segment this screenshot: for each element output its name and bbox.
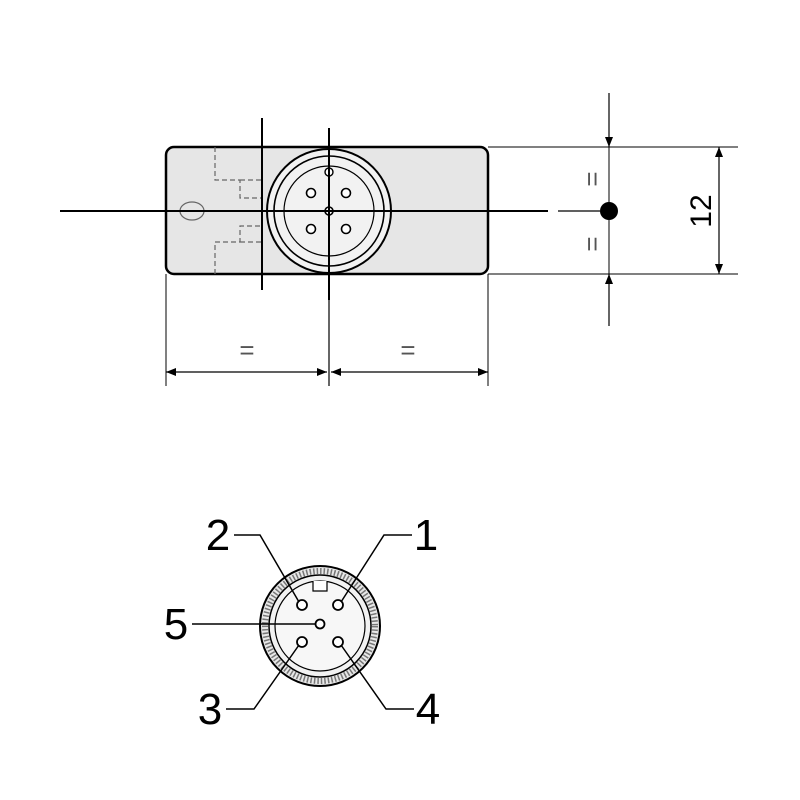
pin-top-2 bbox=[305, 187, 317, 199]
pin-label-3: 3 bbox=[198, 685, 222, 734]
coding-key bbox=[312, 581, 328, 592]
hidden-outline bbox=[214, 147, 262, 274]
center-point-marker bbox=[600, 202, 618, 220]
connector-face-view: 1 2 3 4 5 bbox=[164, 511, 440, 734]
leader-pin-3 bbox=[226, 644, 300, 710]
pin-label-4: 4 bbox=[416, 685, 440, 734]
equal-lower-label: = bbox=[577, 236, 607, 251]
pin-top-4 bbox=[340, 223, 352, 235]
pin-label-5: 5 bbox=[164, 600, 188, 649]
height-dimension: 12 bbox=[685, 147, 723, 274]
equal-right-label: = bbox=[400, 335, 415, 365]
equal-left-label: = bbox=[239, 335, 254, 365]
pin-4 bbox=[332, 636, 344, 648]
pin-5 bbox=[314, 618, 326, 630]
pin-label-2: 2 bbox=[206, 511, 230, 560]
pin-label-1: 1 bbox=[414, 511, 438, 560]
width-dimension: = = bbox=[166, 335, 488, 376]
pin-1 bbox=[332, 599, 344, 611]
pin-3 bbox=[296, 636, 308, 648]
leader-pin-2 bbox=[234, 534, 300, 603]
connector-knurl-ring bbox=[262, 568, 378, 684]
pin-2 bbox=[296, 599, 308, 611]
top-view: = = = = 12 bbox=[60, 93, 738, 386]
equal-upper-label: = bbox=[577, 171, 607, 186]
pin-top-1 bbox=[340, 187, 352, 199]
height-dimension-label: 12 bbox=[685, 194, 718, 227]
pin-top-3 bbox=[305, 223, 317, 235]
leader-pin-4 bbox=[340, 644, 414, 710]
center-position-dimension: = = bbox=[577, 93, 618, 326]
leader-pin-1 bbox=[340, 534, 412, 603]
